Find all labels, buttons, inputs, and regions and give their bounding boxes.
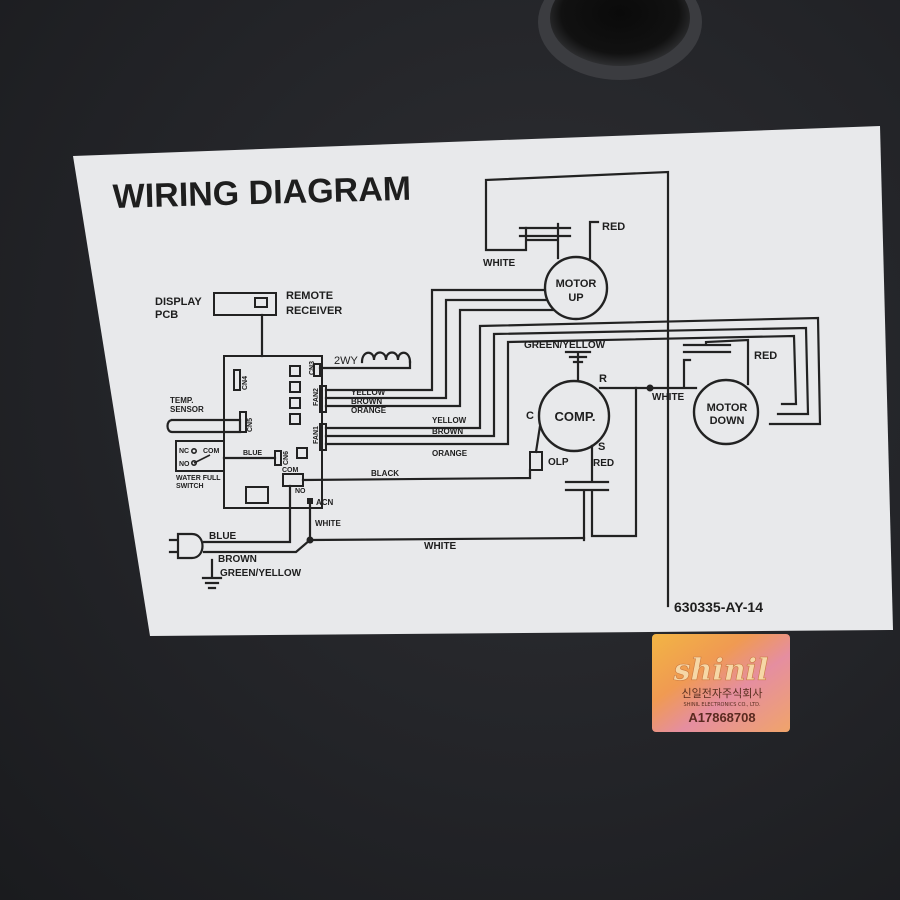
- remote-label: REMOTE: [286, 290, 333, 302]
- motor-up: [543, 255, 609, 321]
- receiver-label: RECEIVER: [286, 305, 342, 317]
- motor-up-cap-loop: [484, 170, 670, 608]
- sticker-company: SHINIL ELECTRONICS CO., LTD.: [683, 702, 761, 708]
- relay-3: [289, 397, 301, 409]
- fan2-brown-wire: [324, 298, 552, 400]
- white-acn-label: WHITE: [315, 519, 341, 528]
- two-wy-wire: [318, 360, 412, 370]
- s-label: S: [598, 441, 605, 453]
- relay-4: [289, 413, 301, 425]
- junction-r: [646, 384, 654, 392]
- cn3-label: CN3: [309, 361, 316, 375]
- relay-1: [289, 365, 301, 377]
- brown-a-label: BROWN: [351, 397, 382, 406]
- cn3-connector: [313, 363, 321, 377]
- white-bottom-label: WHITE: [424, 541, 457, 552]
- fan1-label: FAN1: [313, 426, 320, 444]
- no-relay-label: NO: [295, 488, 306, 495]
- black-label: BLACK: [371, 469, 399, 478]
- brown-mains-wire: [202, 502, 312, 554]
- sticker-logo: shinil: [673, 653, 769, 688]
- motor-down-label: MOTOR: [707, 402, 748, 414]
- comp-label: COMP.: [555, 409, 596, 424]
- red-top-label: RED: [602, 221, 625, 233]
- hologram-sticker: shinil 신일전자주식회사 SHINIL ELECTRONICS CO., …: [652, 634, 790, 732]
- display-pcb-box: [213, 292, 277, 316]
- brown-b-label: BROWN: [432, 427, 463, 436]
- no-switch-label: NO: [179, 461, 190, 468]
- ground-symbol: [201, 558, 223, 590]
- fan2-yellow-wire: [324, 288, 550, 392]
- sticker-korean: 신일전자주식회사: [682, 686, 763, 700]
- olp-label: OLP: [548, 457, 569, 468]
- com-switch-label: COM: [203, 448, 220, 455]
- c-label: C: [526, 410, 534, 422]
- motor-down-label-2: DOWN: [710, 415, 745, 427]
- orange-b-label: ORANGE: [432, 449, 468, 458]
- motor-up-label-2: UP: [568, 292, 583, 304]
- cn5-label: CN5: [247, 418, 254, 432]
- sticker-body: [652, 634, 790, 732]
- cn4-label: CN4: [242, 376, 249, 390]
- display-pcb-label-2: PCB: [155, 309, 178, 321]
- diagram-title: WIRING DIAGRAM: [112, 170, 411, 216]
- relay-big: [245, 486, 269, 504]
- cn4-connector: [233, 369, 241, 391]
- white-top-label: WHITE: [483, 258, 516, 269]
- relay-5: [296, 447, 308, 459]
- remote-receiver-eye: [254, 297, 268, 308]
- white-bottom-wire: [308, 536, 586, 542]
- sticker-serial: A17868708: [688, 710, 755, 725]
- acn-terminal: [307, 498, 313, 504]
- red-s-label: RED: [593, 458, 614, 469]
- white-mid-label: WHITE: [652, 392, 685, 403]
- comp-s-wire: [564, 386, 638, 542]
- water-full-switch-box: [175, 440, 225, 472]
- fan1-brown-wire: [324, 326, 810, 438]
- fan1-orange-wire: [324, 334, 798, 446]
- water-full-label: WATER FULL: [176, 475, 221, 482]
- motor-down-cap: [682, 338, 750, 388]
- switch-contact-2: [191, 459, 198, 466]
- blue-plug-label: BLUE: [209, 531, 237, 542]
- temp-sensor-label: TEMP.: [170, 396, 193, 405]
- switch-contact-1: [191, 447, 198, 454]
- water-full-label-2: SWITCH: [176, 483, 204, 490]
- yellow-b-label: YELLOW: [432, 416, 467, 425]
- brown-plug-label: BROWN: [218, 554, 257, 565]
- black-wire: [301, 468, 532, 482]
- motor-up-label: MOTOR: [556, 278, 597, 290]
- com-relay-label: COM: [282, 467, 299, 474]
- nc-label: NC: [179, 448, 189, 455]
- model-code: 630335-AY-14: [674, 599, 763, 615]
- two-wy-coil: [360, 351, 412, 364]
- switch-lever: [193, 454, 211, 464]
- green-yellow-plug-label: GREEN/YELLOW: [220, 568, 302, 579]
- temp-sensor-probe: [166, 418, 242, 434]
- fan2-label: FAN2: [313, 388, 320, 406]
- motor-down: [692, 378, 760, 446]
- blue-mains-wire: [202, 484, 292, 544]
- orange-a-label: ORANGE: [351, 406, 387, 415]
- red-right-label: RED: [754, 350, 777, 362]
- comp-c-wire: [534, 424, 542, 454]
- comp-ground: [564, 350, 592, 384]
- blue-cn6-label: BLUE: [243, 450, 262, 457]
- yellow-a-label: YELLOW: [351, 388, 386, 397]
- cn6-label: CN6: [283, 451, 290, 465]
- housing-hole-inner: [550, 0, 690, 66]
- r-label: R: [599, 373, 607, 385]
- two-wy-label: 2WY: [334, 355, 359, 367]
- fan2-orange-wire: [324, 308, 558, 408]
- display-pcb-label: DISPLAY: [155, 296, 202, 308]
- relay-2: [289, 381, 301, 393]
- diagram-group: WIRING DIAGRAM DISPLAY PCB REMOTE RECEIV…: [112, 170, 822, 615]
- green-yellow-comp-label: GREEN/YELLOW: [524, 340, 606, 351]
- acn-label: ACN: [316, 498, 334, 507]
- plug-body: [168, 532, 204, 560]
- compressor: [537, 379, 611, 453]
- fan1-yellow-wire: [324, 316, 822, 430]
- temp-sensor-label-2: SENSOR: [170, 405, 204, 414]
